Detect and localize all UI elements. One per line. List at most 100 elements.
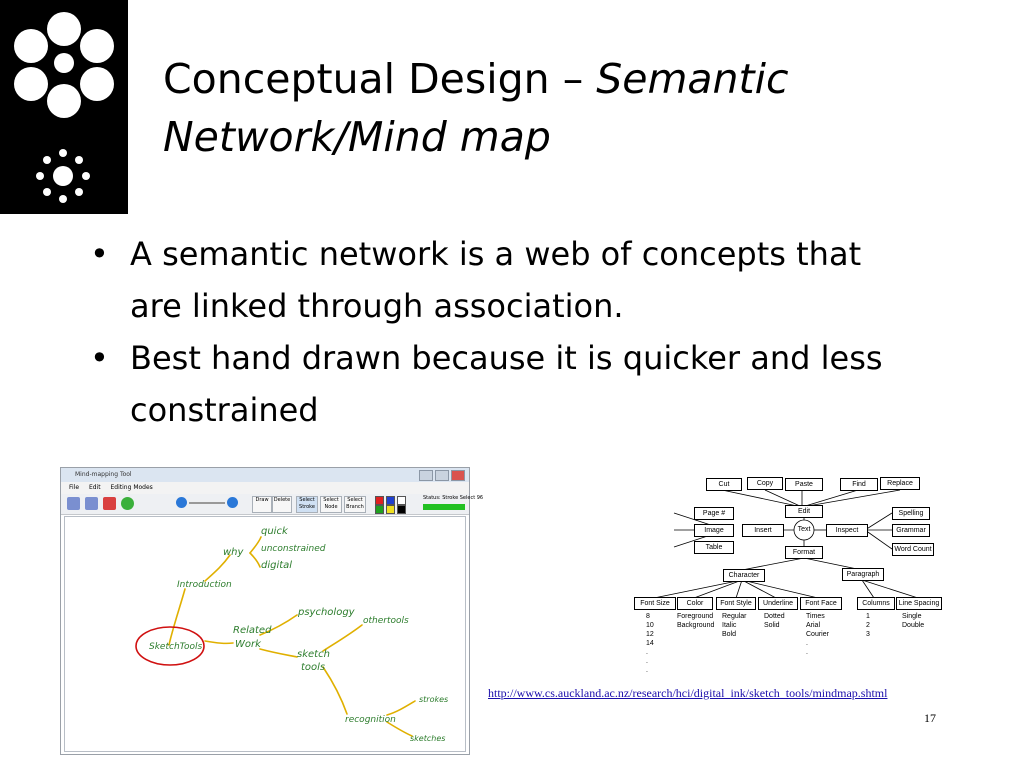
window-title: Mind-mapping Tool (75, 471, 132, 478)
zoom-in-icon (227, 497, 238, 508)
root-circle (135, 626, 205, 666)
tree-node-word-count: Word Count (892, 543, 934, 556)
status-text: Status: Stroke Select 96 (423, 495, 484, 501)
node-work: Work (235, 639, 262, 650)
link-related-psychology (259, 614, 298, 636)
tree-node-image: Image (694, 524, 734, 537)
link-recognition-strokes (386, 700, 416, 716)
tree-node-font-style: Font Style (716, 597, 756, 610)
font-size-values: 8 10 12 14 . . . (646, 613, 654, 674)
window-titlebar: Mind-mapping Tool (61, 468, 469, 482)
bullet-text: Best hand drawn because it is quicker an… (130, 339, 883, 429)
color-values: Foreground Background (677, 613, 715, 629)
node-unconstrained: unconstrained (261, 544, 326, 554)
tree-node-character: Character (723, 569, 765, 582)
delete-button: Delete (272, 496, 292, 513)
redo-icon (85, 497, 98, 510)
go-icon (121, 497, 134, 510)
tree-node-insert: Insert (742, 524, 784, 537)
columns-values: 1 2 3 (866, 613, 870, 638)
title-italic-1: Semantic (596, 55, 789, 103)
link-related-sketch (259, 648, 298, 658)
tree-node-font-size: Font Size (634, 597, 676, 610)
node-othertools: othertools (363, 616, 409, 626)
node-quick: quick (261, 526, 289, 537)
status-progress-bar (423, 504, 465, 510)
select-branch-button: Select Branch (344, 496, 366, 513)
node-sketch: sketch (297, 649, 330, 660)
tree-node-edit: Edit (785, 505, 823, 518)
zoom-out-icon (176, 497, 187, 508)
bullet-text: A semantic network is a web of concepts … (130, 235, 862, 325)
color-swatch (397, 505, 406, 514)
title-normal: Conceptual Design – (163, 55, 597, 103)
node-digital: digital (261, 560, 292, 571)
mindmap-tool-screenshot: Mind-mapping Tool File Edit Editing Mode… (60, 467, 484, 755)
font-style-values: Regular Italic Bold (722, 613, 747, 638)
link-root-introduction (168, 588, 186, 646)
toolbar: Draw Delete Select Stroke Select Node Se… (61, 494, 484, 515)
tree-node-grammar: Grammar (892, 524, 930, 537)
tree-node-color: Color (677, 597, 713, 610)
select-stroke-button: Select Stroke (296, 496, 318, 513)
tree-node-table: Table (694, 541, 734, 554)
font-face-values: Times Arial Courier . . (806, 613, 829, 656)
tree-node-paste: Paste (785, 478, 823, 491)
close-icon (451, 470, 465, 481)
color-swatch (386, 505, 395, 514)
stop-icon (103, 497, 116, 510)
bullet-dot-icon: • (90, 235, 109, 273)
bullet-list: • A semantic network is a web of concepts… (90, 228, 910, 436)
tree-node-paragraph: Paragraph (842, 568, 884, 581)
link-root-related (204, 640, 234, 645)
mindmap-drawing: SketchTools Introduction why quick uncon… (135, 526, 448, 743)
link-why-quick (249, 536, 262, 554)
tree-node-page: Page # (694, 507, 734, 520)
tree-node-line-spacing: Line Spacing (896, 597, 942, 610)
underline-values: Dotted Solid (764, 613, 785, 629)
tree-node-columns: Columns (857, 597, 895, 610)
link-why-digital (249, 552, 261, 568)
title-italic-2: Network/Mind map (163, 113, 551, 161)
source-link[interactable]: http://www.cs.auckland.ac.nz/research/hc… (488, 686, 888, 700)
node-psychology: psychology (297, 607, 356, 618)
page-number: 17 (924, 711, 936, 725)
bullet-item: • A semantic network is a web of concepts… (90, 228, 910, 332)
link-sketch-recognition (322, 666, 348, 715)
line-spacing-values: Single Double (902, 613, 925, 629)
slide-title: Conceptual Design – Semantic Network/Min… (163, 50, 1003, 166)
node-strokes: strokes (419, 695, 448, 704)
color-swatch (386, 496, 395, 505)
tree-node-find: Find (840, 478, 878, 491)
logo (0, 0, 128, 214)
maximize-icon (435, 470, 449, 481)
link-recognition-sketches (386, 721, 413, 737)
tree-node-text: Text (797, 526, 811, 533)
bullet-dot-icon: • (90, 339, 109, 377)
menu-editing-modes: Editing Modes (110, 484, 153, 491)
tree-node-spelling: Spelling (892, 507, 930, 520)
node-related: Related (233, 625, 272, 636)
undo-icon (67, 497, 80, 510)
node-sketchtools: SketchTools (149, 642, 203, 652)
node-why: why (223, 547, 245, 558)
color-swatch (375, 496, 384, 505)
tree-node-underline: Underline (758, 597, 798, 610)
link-sketch-othertools (322, 624, 363, 652)
minimize-icon (419, 470, 433, 481)
tree-node-cut: Cut (706, 478, 742, 491)
tree-connectors (653, 489, 919, 599)
menu-bar: File Edit Editing Modes (61, 482, 469, 494)
node-tools: tools (301, 662, 325, 673)
bullet-item: • Best hand drawn because it is quicker a… (90, 332, 910, 436)
color-swatch (375, 505, 384, 514)
tree-node-font-face: Font Face (800, 597, 842, 610)
link-introduction-why (204, 554, 231, 582)
select-node-button: Select Node (320, 496, 342, 513)
drawing-canvas: SketchTools Introduction why quick uncon… (64, 516, 466, 752)
tree-node-copy: Copy (747, 477, 783, 490)
menu-edit: Edit (88, 484, 101, 491)
draw-button: Draw (252, 496, 272, 513)
node-sketches: sketches (410, 734, 445, 743)
menu-file: File (69, 484, 80, 491)
